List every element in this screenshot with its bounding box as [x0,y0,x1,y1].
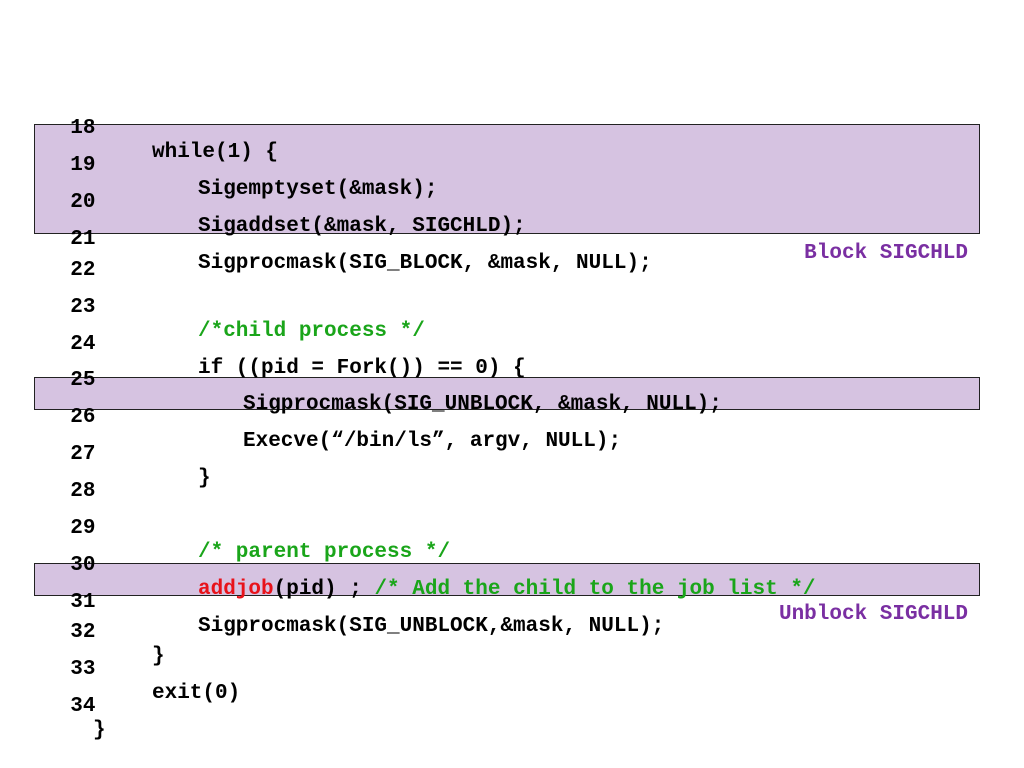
line-number: 31 [70,591,96,614]
line-number: 20 [70,191,96,214]
code-line-34: 34 } [45,671,105,742]
line-number: 34 [70,695,96,718]
code-text: while(1) { [152,141,279,164]
code-line-25: 25 Sigprocmask(SIG_UNBLOCK, &mask, NULL)… [45,345,722,416]
line-number: 26 [70,406,96,429]
code-line-20: 20 Sigaddset(&mask, SIGCHLD); [45,167,525,238]
annotation-block-sigchld: Block SIGCHLD [804,242,968,265]
code-text: Sigprocmask(SIG_BLOCK, &mask, NULL); [198,252,652,275]
code-line-33: 33 exit(0) [45,634,240,705]
code-text: Sigaddset(&mask, SIGCHLD); [198,215,526,238]
highlight-unblock-sigchld [34,563,980,596]
code-line-31: 31 Sigprocmask(SIG_UNBLOCK,&mask, NULL); [45,567,664,638]
line-number: 29 [70,517,96,540]
code-line-18: 18 while(1) { [45,93,278,164]
code-line-23: 23 /*child process */ [45,272,425,343]
line-number: 28 [70,480,96,503]
line-number: 19 [70,154,96,177]
code-text: Execve(“/bin/ls”, argv, NULL); [243,430,622,453]
code-line-24: 24 if ((pid = Fork()) == 0) { [45,309,525,380]
line-number: 21 [70,228,96,251]
code-line-28: 28 [45,456,95,503]
line-number: 18 [70,117,96,140]
line-number: 32 [70,621,96,644]
code-line-32: 32 } [45,597,164,668]
code-comment: /*child process */ [198,320,425,343]
code-text: Sigprocmask(SIG_UNBLOCK,&mask, NULL); [198,615,665,638]
code-line-22: 22 [45,235,95,282]
line-number: 23 [70,296,96,319]
code-line-27: 27 } [45,419,210,490]
code-line-26: 26 Execve(“/bin/ls”, argv, NULL); [45,382,621,453]
code-line-19: 19 Sigemptyset(&mask); [45,130,437,201]
code-text: Sigprocmask(SIG_UNBLOCK, &mask, NULL); [243,393,722,416]
line-number: 24 [70,333,96,356]
annotation-unblock-sigchld: Unblock SIGCHLD [778,603,968,626]
line-number: 25 [70,369,96,392]
highlight-block-sigchld [34,124,980,234]
highlight-execve [34,377,980,410]
code-line-21: 21 Sigprocmask(SIG_BLOCK, &mask, NULL); [45,204,651,275]
code-text: addjob(pid) ; /* Add the child to the jo… [198,578,816,602]
addjob-call: addjob [198,578,274,601]
code-comment: /* parent process */ [198,541,451,564]
code-text: Sigemptyset(&mask); [198,178,438,201]
line-number: 30 [70,554,96,577]
line-number: 22 [70,259,96,282]
code-line-30: 30 addjob(pid) ; /* Add the child to the… [45,530,815,601]
code-text: } [152,645,165,668]
line-number: 27 [70,443,96,466]
addjob-args: (pid) ; [273,578,375,601]
code-text: exit(0) [152,682,241,705]
code-text: } [93,719,106,742]
code-line-29: 29 /* parent process */ [45,493,450,564]
code-text: if ((pid = Fork()) == 0) { [198,357,526,380]
line-number: 33 [70,658,96,681]
code-text: } [198,467,211,490]
code-comment: /* Add the child to the job list */ [374,578,816,601]
